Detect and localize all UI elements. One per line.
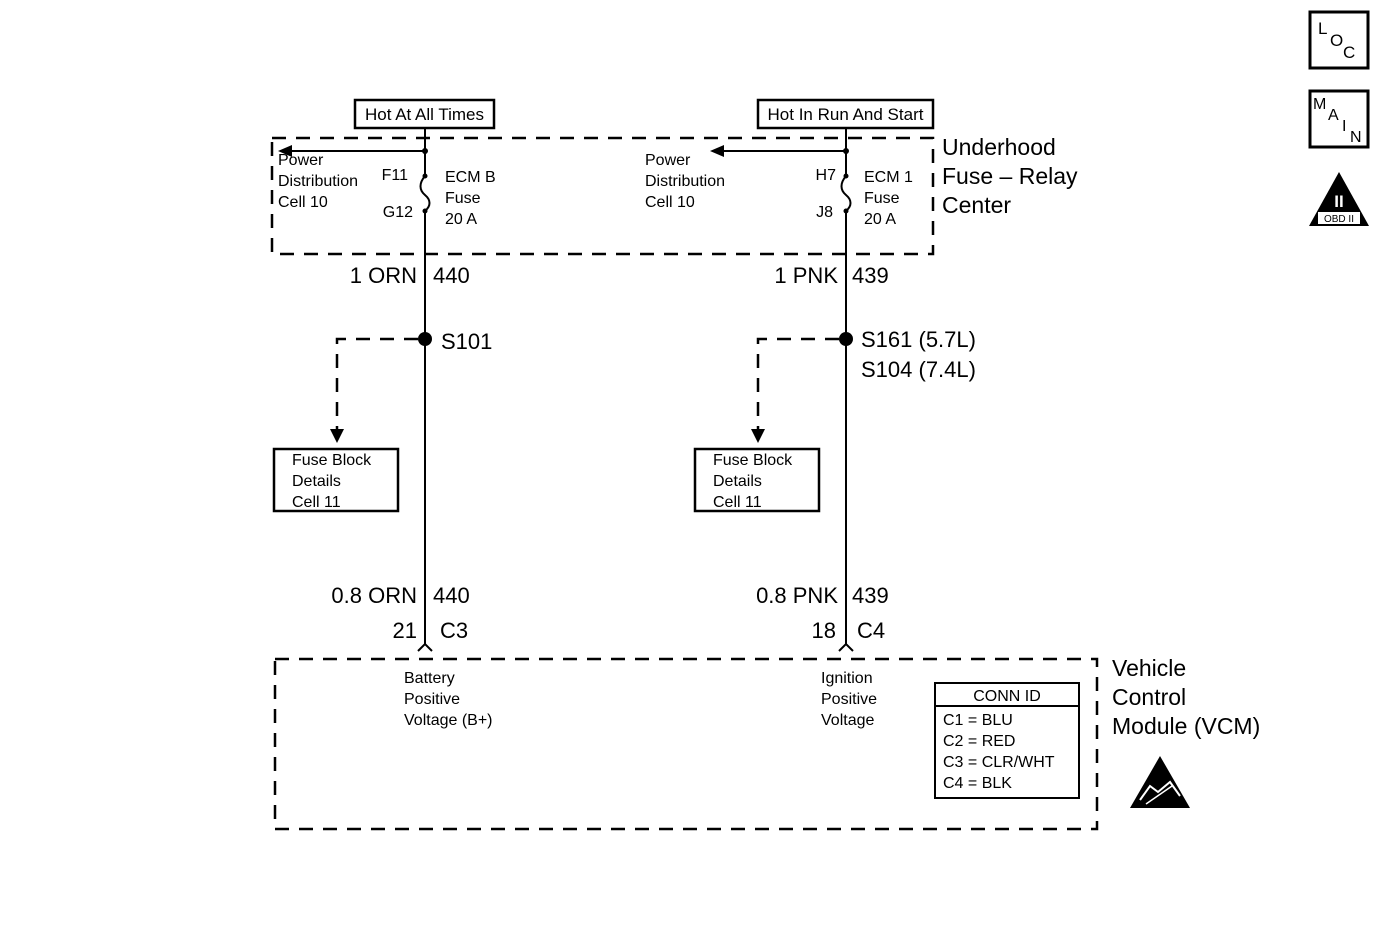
vcm-label-line2: Control (1112, 684, 1186, 710)
right-fuse-block-arrow (751, 429, 765, 443)
battery-positive-voltage-label: Battery Positive Voltage (B+) (404, 670, 493, 729)
conn-id-row: C4 = BLK (943, 775, 1012, 792)
svg-text:Voltage (B+): Voltage (B+) (404, 712, 493, 729)
hot-in-run-and-start-text: Hot In Run And Start (768, 105, 924, 124)
right-fuse-block-details-box[interactable]: Fuse Block Details Cell 11 (693, 447, 821, 513)
right-power-dist-arrow (710, 145, 724, 157)
left-connector-id: C3 (440, 618, 468, 643)
ecm-1-fuse-symbol (840, 151, 852, 212)
relay-center-label: Underhood Fuse – Relay Center (942, 134, 1078, 218)
right-connector-pin: 18 (812, 618, 836, 643)
svg-text:ECM B: ECM B (445, 169, 496, 186)
relay-center-label-line3: Center (942, 192, 1011, 218)
conn-id-row: C1 = BLU (943, 712, 1013, 729)
svg-text:Distribution: Distribution (278, 173, 358, 190)
vcm-label: Vehicle Control Module (VCM) (1112, 655, 1260, 739)
loc-button[interactable]: L O C (1308, 10, 1370, 70)
main-letter-i: I (1342, 118, 1346, 135)
left-connector-pin: 21 (393, 618, 417, 643)
loc-letter-o: O (1330, 31, 1343, 50)
conn-id-row: C2 = RED (943, 733, 1015, 750)
svg-text:20 A: 20 A (864, 211, 896, 228)
svg-text:Positive: Positive (404, 691, 460, 708)
right-bottom-circuit-number: 439 (852, 583, 889, 608)
main-letter-m: M (1313, 96, 1326, 113)
svg-text:Details: Details (713, 473, 762, 490)
vcm-box (273, 657, 1099, 831)
pin-h7: H7 (816, 167, 837, 184)
left-power-dist-arrow (278, 145, 292, 157)
obd-ii-button[interactable]: II OBD II (1309, 172, 1369, 226)
esd-warning-icon (1130, 756, 1190, 808)
pin-g12: G12 (383, 204, 413, 221)
svg-text:20 A: 20 A (445, 211, 477, 228)
left-bottom-wire-color: 0.8 ORN (331, 583, 417, 608)
underhood-relay-center-box (270, 136, 935, 256)
right-fuse-block-dashed-line (756, 337, 839, 430)
conn-id-title: CONN ID (973, 688, 1041, 705)
pin-j8: J8 (816, 204, 833, 221)
svg-text:Cell 11: Cell 11 (713, 494, 762, 511)
left-top-wire-color: 1 ORN (350, 263, 417, 288)
splice-s161-s104 (839, 332, 853, 346)
svg-text:Fuse Block: Fuse Block (713, 452, 793, 469)
splice-s101 (418, 332, 432, 346)
svg-text:Cell 11: Cell 11 (292, 494, 341, 511)
svg-text:Battery: Battery (404, 670, 455, 687)
loc-letter-l: L (1318, 19, 1327, 38)
splice-s104-label: S104 (7.4L) (861, 357, 976, 382)
vcm-label-line1: Vehicle (1112, 655, 1186, 681)
svg-text:Ignition: Ignition (821, 670, 873, 687)
vcm-label-line3: Module (VCM) (1112, 713, 1260, 739)
svg-text:Positive: Positive (821, 691, 877, 708)
svg-text:Fuse: Fuse (864, 190, 900, 207)
hot-at-all-times-label: Hot At All Times (353, 98, 496, 130)
svg-text:Power: Power (645, 152, 691, 169)
ignition-positive-voltage-label: Ignition Positive Voltage (821, 670, 877, 729)
conn-id-row: C3 = CLR/WHT (943, 754, 1055, 771)
right-bottom-wire-color: 0.8 PNK (756, 583, 838, 608)
svg-text:Distribution: Distribution (645, 173, 725, 190)
svg-text:Cell 10: Cell 10 (278, 194, 328, 211)
relay-center-label-line2: Fuse – Relay (942, 163, 1078, 189)
left-power-dist-label: Power Distribution Cell 10 (278, 152, 358, 211)
pin-f11: F11 (382, 167, 408, 184)
svg-text:Fuse: Fuse (445, 190, 481, 207)
left-fuse-block-details-box[interactable]: Fuse Block Details Cell 11 (272, 447, 400, 513)
left-connector-symbol (417, 642, 433, 652)
obd-numeral: II (1334, 192, 1343, 211)
left-fuse-block-dashed-line (335, 337, 418, 430)
svg-text:Details: Details (292, 473, 341, 490)
right-power-dist-label: Power Distribution Cell 10 (645, 152, 725, 211)
svg-text:Power: Power (278, 152, 324, 169)
left-fuse-block-arrow (330, 429, 344, 443)
splice-s161-label: S161 (5.7L) (861, 327, 976, 352)
main-letter-a: A (1328, 107, 1339, 124)
main-button[interactable]: M A I N (1308, 89, 1370, 149)
ecm-b-fuse-label: ECM B Fuse 20 A (445, 169, 496, 228)
left-top-circuit-number: 440 (433, 263, 470, 288)
svg-text:Voltage: Voltage (821, 712, 874, 729)
ecm-1-fuse-label: ECM 1 Fuse 20 A (864, 169, 913, 228)
obd-label: OBD II (1324, 214, 1354, 225)
main-letter-n: N (1350, 129, 1362, 146)
conn-id-table: CONN ID C1 = BLU C2 = RED C3 = CLR/WHT C… (934, 682, 1080, 799)
left-bottom-circuit-number: 440 (433, 583, 470, 608)
svg-text:Fuse Block: Fuse Block (292, 452, 372, 469)
hot-in-run-and-start-label: Hot In Run And Start (756, 98, 935, 130)
loc-letter-c: C (1343, 43, 1355, 62)
right-top-wire-color: 1 PNK (774, 263, 838, 288)
right-connector-symbol (838, 642, 854, 652)
right-connector-id: C4 (857, 618, 885, 643)
hot-at-all-times-text: Hot At All Times (365, 105, 484, 124)
ecm-b-fuse-symbol (419, 151, 431, 212)
right-top-circuit-number: 439 (852, 263, 889, 288)
svg-text:ECM 1: ECM 1 (864, 169, 913, 186)
relay-center-label-line1: Underhood (942, 134, 1056, 160)
svg-text:Cell 10: Cell 10 (645, 194, 695, 211)
splice-s101-label: S101 (441, 329, 492, 354)
